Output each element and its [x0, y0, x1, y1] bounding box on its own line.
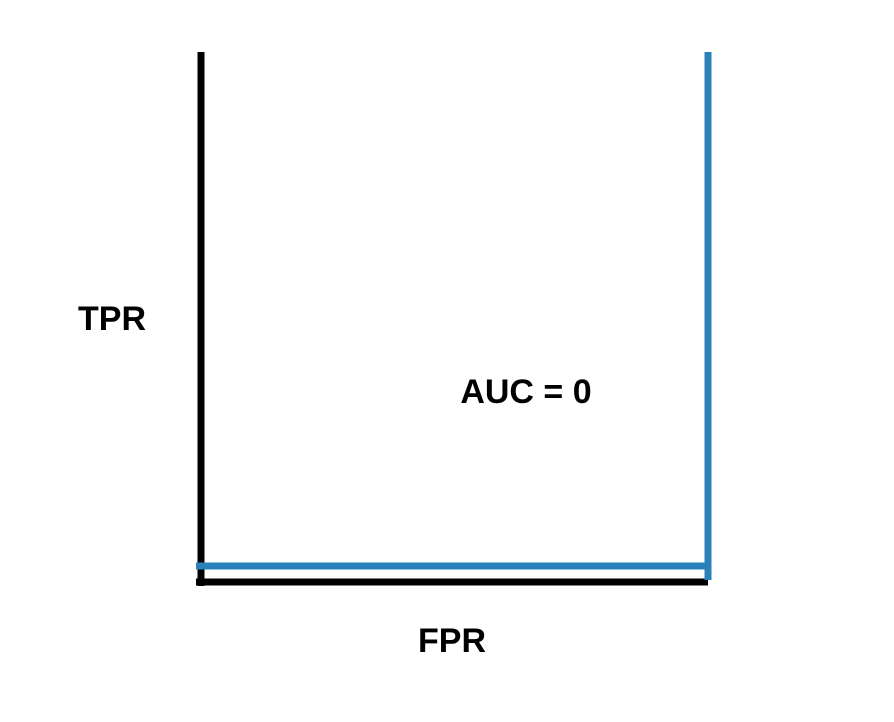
- auc-annotation: AUC = 0: [460, 373, 591, 411]
- x-axis-title: FPR: [418, 622, 486, 660]
- series-group: [196, 52, 712, 580]
- roc-curve-series-0: [196, 52, 712, 570]
- y-axis-title: TPR: [78, 300, 146, 338]
